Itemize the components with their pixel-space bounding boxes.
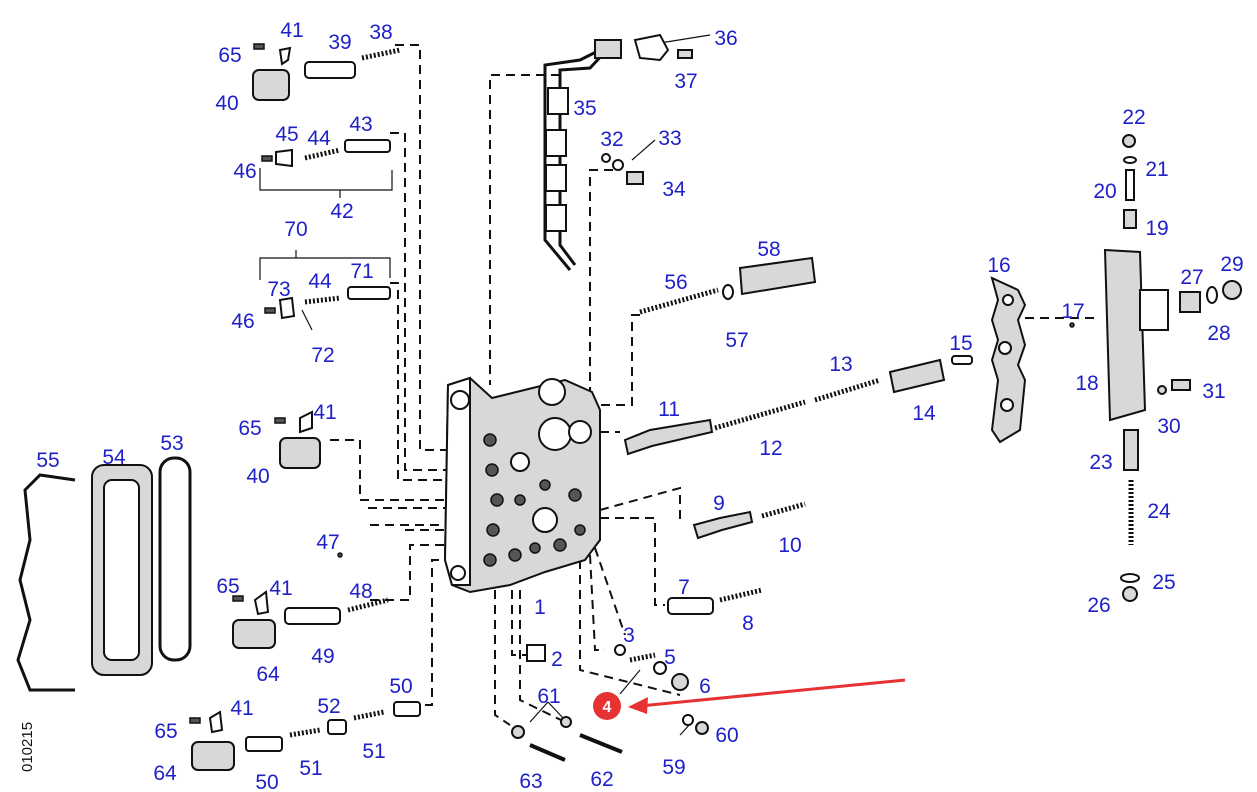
part-number-callout: 7 [678,576,690,599]
part-number-callout: 51 [362,740,385,763]
part-number-callout: 47 [316,531,339,554]
part-number-callout: 51 [299,757,322,780]
part-number-callout: 41 [280,19,303,42]
part-number-callout: 11 [658,398,680,421]
part-number-callout: 21 [1145,158,1168,181]
part-number-callout: 36 [714,27,737,50]
part-number-callout: 28 [1207,322,1230,345]
part-number-callout: 48 [349,580,372,603]
part-number-callout: 70 [284,218,307,241]
part-number-callout: 52 [317,695,340,718]
part-number-callout: 34 [662,178,686,201]
part-number-callout: 44 [307,127,331,150]
part-number-callout: 45 [275,123,298,146]
highlight-badge [593,692,621,720]
part-number-callout: 56 [664,271,687,294]
part-number-callout: 65 [238,417,261,440]
part-number-callout: 41 [230,697,253,720]
part-number-callout: 57 [725,329,748,352]
part-number-callout: 64 [256,663,280,686]
part-number-callout: 30 [1157,415,1180,438]
left-solenoids [189,410,421,771]
part-number-callout: 20 [1093,180,1116,203]
part-number-callout: 46 [231,310,254,333]
part-number-callout: 14 [912,402,936,425]
part-number-callout: 62 [590,768,613,791]
part-number-callout: 22 [1122,106,1145,129]
part-number-callout: 16 [987,254,1010,277]
oil-pan-cover [16,456,192,692]
part-number-callout: 29 [1220,253,1243,276]
drawing-code: 010215 [19,722,36,772]
part-number-callout: 65 [218,44,241,67]
part-number-callout: 41 [269,577,292,600]
highlight-callout: 4 [593,678,906,720]
lower-bolts [511,644,623,762]
right-side-valves [614,256,973,735]
part-number-callout: 73 [267,278,290,301]
side-valve-housing [1069,134,1242,602]
part-number-callout: 54 [102,446,126,469]
part-number-callout: 64 [153,762,177,785]
part-number-callout: 19 [1145,217,1168,240]
part-number-callout: 24 [1147,500,1171,523]
part-number-callout: 25 [1152,571,1175,594]
part-number-callout: 6 [699,675,711,698]
part-number-callout: 49 [311,645,334,668]
upper-left-valve-groups [252,43,401,320]
part-number-callout: 59 [662,756,685,779]
part-number-callout: 9 [713,492,725,515]
part-number-callout: 31 [1202,380,1225,403]
part-number-callout: 12 [759,437,782,460]
part-number-callout: 1 [534,596,546,619]
part-number-callout: 15 [949,332,972,355]
part-number-callout: 58 [757,238,780,261]
part-number-callout: 39 [328,31,351,54]
part-number-callout: 40 [215,92,238,115]
part-number-callout: 38 [369,21,392,44]
part-number-callout: 61 [537,685,560,708]
part-number-callout: 33 [658,127,681,150]
part-number-callout: 63 [519,770,542,792]
part-number-callout: 60 [715,724,738,747]
valve-body-housing [443,376,601,594]
highlight-badge-label: 4 [603,699,612,716]
part-number-callout: 65 [216,575,239,598]
part-number-callout: 8 [742,612,754,635]
part-number-callout: 17 [1061,300,1084,323]
part-number-callout: 46 [233,160,256,183]
part-number-callout: 18 [1075,372,1098,395]
part-number-callout: 13 [829,353,852,376]
part-number-callout: 43 [349,113,372,136]
part-number-callout: 71 [350,260,373,283]
part-number-callout: 23 [1089,451,1112,474]
part-number-callout: 50 [389,675,412,698]
part-number-callout: 55 [36,449,59,472]
part-number-callout: 50 [255,771,278,792]
part-number-callout: 35 [573,97,596,120]
arrow-head [628,697,648,714]
part-number-callout: 40 [246,465,269,488]
part-number-callout: 65 [154,720,177,743]
part-number-callout: 32 [600,128,623,151]
part-number-callout: 53 [160,432,183,455]
part-number-callout: 42 [330,200,353,223]
part-number-callout: 5 [664,646,676,669]
assembly-dashed-lines [330,44,1100,726]
part-number-callout: 10 [778,534,801,557]
part-number-callout: 72 [311,344,334,367]
wiring-harness [543,33,693,271]
leader-lines [259,34,711,736]
part-number-callout: 44 [308,270,332,293]
part-number-callout: 2 [551,648,563,671]
separator-plate [990,276,1027,444]
part-number-callout: 27 [1180,266,1203,289]
part-number-callout: 41 [313,401,336,424]
part-number-callout: 3 [623,624,635,647]
highlight-arrow [639,678,906,708]
part-number-callout: 37 [674,70,697,93]
part-number-callout: 26 [1087,594,1110,617]
